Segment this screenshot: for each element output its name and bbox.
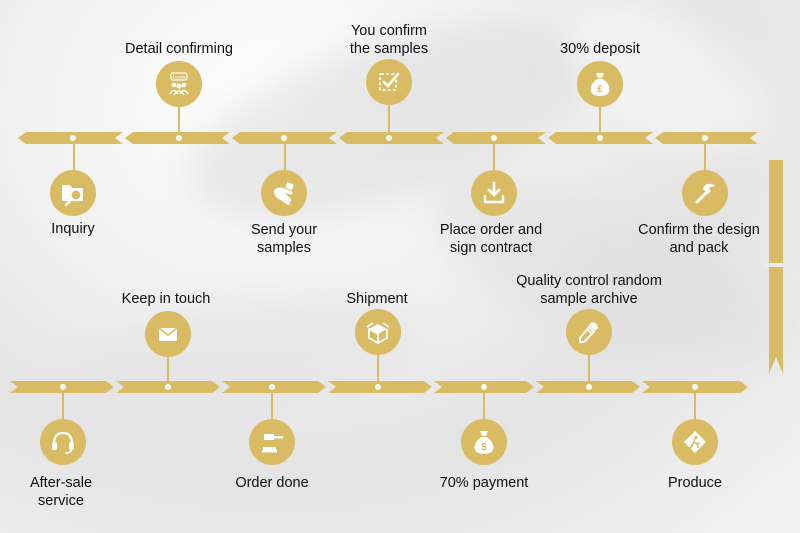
step-dot bbox=[70, 135, 76, 141]
step-label-deposit: 30% deposit bbox=[560, 41, 640, 57]
step-dot bbox=[702, 135, 708, 141]
timeline-connector-gap bbox=[766, 263, 786, 267]
step-dot bbox=[165, 384, 171, 390]
step-label-keep-in-touch: Keep in touch bbox=[121, 291, 211, 307]
step-stem bbox=[73, 144, 75, 172]
step-label-detail-confirming: Detail confirming bbox=[125, 41, 233, 57]
step-label-inquiry: Inquiry bbox=[51, 221, 95, 237]
hammer-icon bbox=[682, 170, 728, 216]
hand-sample-icon bbox=[261, 170, 307, 216]
step-stem bbox=[178, 106, 180, 134]
step-stem bbox=[599, 106, 601, 134]
step-label-confirm-design: Confirm the design and pack bbox=[638, 222, 760, 256]
step-dot bbox=[692, 384, 698, 390]
step-dot bbox=[176, 135, 182, 141]
step-stem bbox=[694, 393, 696, 421]
step-stem bbox=[388, 104, 390, 134]
step-dot bbox=[375, 384, 381, 390]
detail-badge-text: Details bbox=[173, 75, 186, 80]
meeting-icon: Details bbox=[156, 61, 202, 107]
step-label-order-done: Order done bbox=[235, 475, 309, 491]
step-stem bbox=[493, 144, 495, 172]
step-label-send-samples: Send your samples bbox=[250, 222, 318, 256]
step-label-quality-control: Quality control random sample archive bbox=[516, 273, 662, 307]
step-label-you-confirm-samples: You confirm the samples bbox=[349, 23, 429, 57]
step-dot bbox=[269, 384, 275, 390]
envelope-icon bbox=[145, 311, 191, 357]
step-stem bbox=[284, 144, 286, 172]
step-dot bbox=[281, 135, 287, 141]
step-dot bbox=[481, 384, 487, 390]
download-icon bbox=[471, 170, 517, 216]
step-label-after-sale: After-sale service bbox=[29, 475, 93, 509]
dropper-icon bbox=[566, 309, 612, 355]
money-bag-pound-icon: £ bbox=[577, 61, 623, 107]
step-stem bbox=[62, 393, 64, 421]
step-stem bbox=[588, 354, 590, 382]
step-dot bbox=[60, 384, 66, 390]
money-bag-dollar-icon: $ bbox=[461, 419, 507, 465]
step-dot bbox=[597, 135, 603, 141]
step-stem bbox=[704, 144, 706, 172]
step-dot bbox=[586, 384, 592, 390]
package-icon bbox=[355, 309, 401, 355]
step-stem bbox=[271, 393, 273, 421]
gavel-icon bbox=[249, 419, 295, 465]
timeline-connector-arrow bbox=[769, 160, 783, 374]
step-label-payment: 70% payment bbox=[439, 475, 529, 491]
svg-text:$: $ bbox=[481, 442, 487, 453]
folder-search-icon bbox=[50, 170, 96, 216]
step-label-place-order: Place order and sign contract bbox=[439, 222, 543, 256]
step-label-shipment: Shipment bbox=[346, 291, 408, 307]
step-stem bbox=[483, 393, 485, 421]
headset-icon bbox=[40, 419, 86, 465]
step-stem bbox=[377, 354, 379, 382]
construction-sign-icon bbox=[672, 419, 718, 465]
step-label-produce: Produce bbox=[667, 475, 722, 491]
checkbox-icon bbox=[366, 59, 412, 105]
step-dot bbox=[386, 135, 392, 141]
step-stem bbox=[167, 356, 169, 382]
svg-text:£: £ bbox=[597, 84, 603, 95]
step-dot bbox=[491, 135, 497, 141]
